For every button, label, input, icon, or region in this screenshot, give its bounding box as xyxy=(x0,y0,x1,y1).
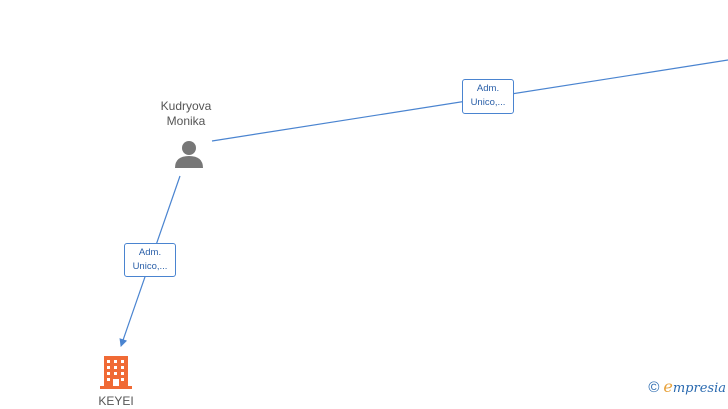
edge-label-line1: Adm. xyxy=(476,83,500,94)
copyright-icon: © xyxy=(648,379,660,396)
person-node-label[interactable]: Kudryova Monika xyxy=(160,99,212,128)
brand-watermark: © empresia xyxy=(648,377,728,399)
building-icon[interactable] xyxy=(100,356,132,389)
company-node-label[interactable]: KEYEI xyxy=(98,394,134,408)
person-icon[interactable] xyxy=(175,141,203,168)
edge-label-person-company[interactable]: Adm. Unico,... xyxy=(124,243,176,277)
empresia-logo: empresia xyxy=(663,378,726,398)
edge-label-line1: Adm. xyxy=(138,247,162,258)
relationship-graph xyxy=(100,59,728,389)
edge-label-line2: Unico,... xyxy=(470,97,506,108)
logo-initial: e xyxy=(663,377,673,396)
edge-label-person-offscreen[interactable]: Adm. Unico,... xyxy=(462,79,514,114)
logo-rest: mpresia xyxy=(672,381,726,396)
edge-label-line2: Unico,... xyxy=(132,261,168,272)
